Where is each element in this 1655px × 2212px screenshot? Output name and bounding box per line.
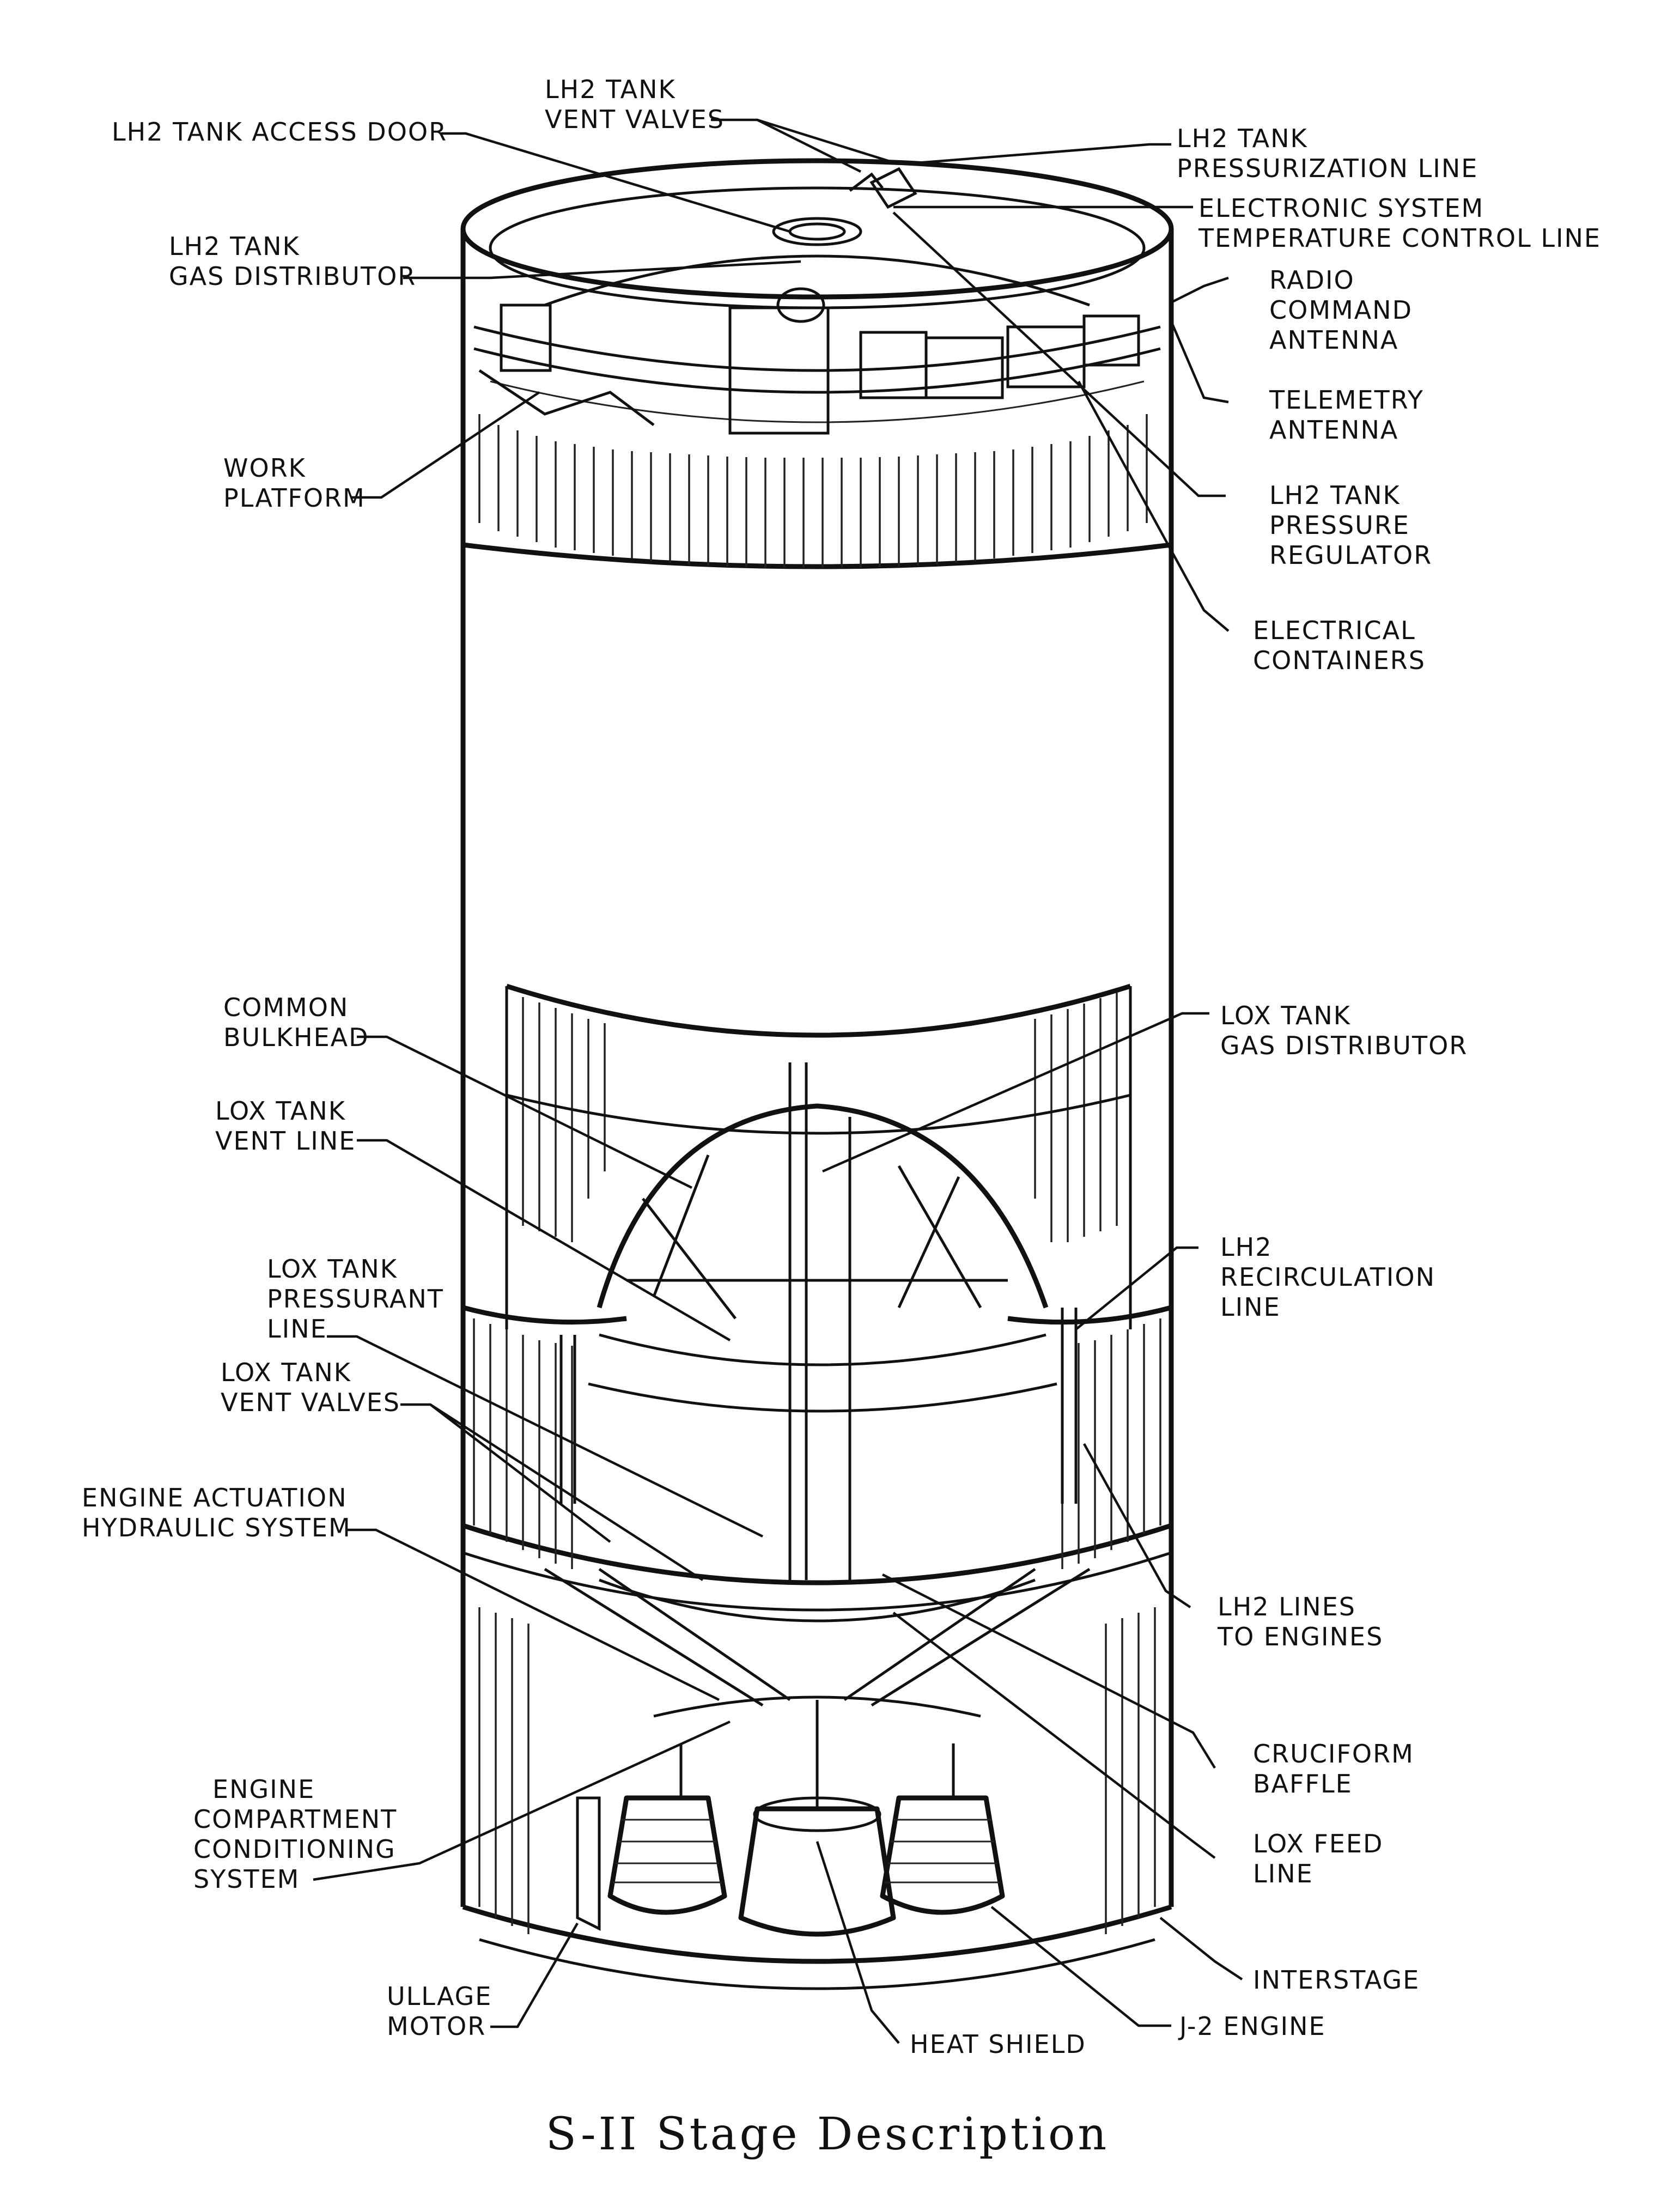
label-engine-compartment-conditioning-system-2: COMPARTMENT [193,1804,397,1834]
label-engine-compartment-conditioning-system-4: SYSTEM [193,1864,300,1894]
label-lox-tank-vent-line-2: VENT LINE [215,1126,356,1156]
label-lh2-recirculation-line-3: LINE [1220,1292,1281,1322]
label-lox-tank-pressurant-line-2: PRESSURANT [267,1284,444,1314]
interstage-stringers [478,1607,1156,1934]
label-lh2-recirculation-line-1: LH2 [1220,1232,1272,1262]
label-electronic-system-temperature-control-line-1: ELECTRONIC SYSTEM [1198,193,1484,223]
label-common-bulkhead-2: BULKHEAD [223,1023,369,1052]
label-radio-command-antenna-2: COMMAND [1269,295,1413,325]
label-j2-engine: J-2 ENGINE [1178,2012,1326,2041]
label-lh2-tank-vent-valves-1: LH2 TANK [545,75,676,104]
j2-engine-left [607,1795,727,1915]
label-cruciform-baffle-1: CRUCIFORM [1253,1739,1414,1769]
label-work-platform-1: WORK [223,453,306,483]
label-ullage-motor-2: MOTOR [387,2012,486,2041]
diagram-title: S-II Stage Description [546,2108,1109,2160]
label-lh2-tank-gas-distributor-1: LH2 TANK [169,232,300,261]
label-cruciform-baffle-2: BAFFLE [1253,1769,1353,1798]
label-lox-tank-gas-distributor-1: LOX TANK [1220,1001,1351,1030]
label-interstage: INTERSTAGE [1253,1965,1420,1995]
label-lh2-recirculation-line-2: RECIRCULATION [1220,1262,1435,1292]
label-engine-compartment-conditioning-system-1: ENGINE [212,1775,315,1804]
label-radio-command-antenna-3: ANTENNA [1269,325,1398,355]
label-lh2-lines-to-engines-1: LH2 LINES [1218,1592,1356,1621]
s-ii-stage-cutaway-illustration [460,158,1174,1990]
leader-lines [313,118,1243,2044]
label-engine-actuation-hydraulic-system-1: ENGINE ACTUATION [82,1483,348,1512]
label-lh2-tank-vent-valves-2: VENT VALVES [545,105,725,134]
label-lh2-tank-pressure-regulator-2: PRESSURE [1269,511,1410,540]
label-lox-tank-pressurant-line-3: LINE [267,1314,327,1344]
label-radio-command-antenna-1: RADIO [1269,265,1355,295]
label-telemetry-antenna-2: ANTENNA [1269,415,1398,445]
label-lox-feed-line-1: LOX FEED [1253,1829,1383,1858]
j2-engine-right [880,1795,1005,1915]
label-electrical-containers-1: ELECTRICAL [1253,616,1416,645]
label-lh2-tank-pressurization-line-2: PRESSURIZATION LINE [1177,154,1478,183]
label-lox-tank-pressurant-line-1: LOX TANK [267,1254,398,1284]
label-lox-tank-vent-line-1: LOX TANK [215,1096,346,1126]
label-lox-tank-vent-valves-2: VENT VALVES [221,1388,400,1417]
forward-skirt-stringers [478,414,1148,568]
label-lox-tank-gas-distributor-2: GAS DISTRIBUTOR [1220,1031,1468,1060]
label-electrical-containers-2: CONTAINERS [1253,646,1426,675]
label-common-bulkhead-1: COMMON [223,993,349,1022]
label-telemetry-antenna-1: TELEMETRY [1269,385,1424,415]
label-lh2-tank-pressure-regulator-1: LH2 TANK [1269,481,1401,510]
labels: LH2 TANK ACCESS DOOR LH2 TANK VENT VALVE… [82,75,1601,2059]
label-lh2-tank-pressure-regulator-3: REGULATOR [1269,540,1432,570]
label-ullage-motor-1: ULLAGE [387,1982,492,2011]
label-lh2-tank-pressurization-line-1: LH2 TANK [1177,124,1308,153]
label-engine-actuation-hydraulic-system-2: HYDRAULIC SYSTEM [82,1513,351,1542]
label-lox-tank-vent-valves-1: LOX TANK [221,1358,351,1387]
j2-engine-center [738,1796,896,1937]
label-engine-compartment-conditioning-system-3: CONDITIONING [193,1834,396,1864]
label-lh2-tank-access-door: LH2 TANK ACCESS DOOR [112,117,447,147]
label-electronic-system-temperature-control-line-2: TEMPERATURE CONTROL LINE [1198,223,1601,253]
label-lh2-tank-gas-distributor-2: GAS DISTRIBUTOR [169,262,416,291]
label-heat-shield: HEAT SHIELD [910,2029,1086,2059]
label-lox-feed-line-2: LINE [1253,1859,1313,1888]
label-lh2-lines-to-engines-2: TO ENGINES [1217,1622,1383,1651]
label-work-platform-2: PLATFORM [223,483,366,513]
